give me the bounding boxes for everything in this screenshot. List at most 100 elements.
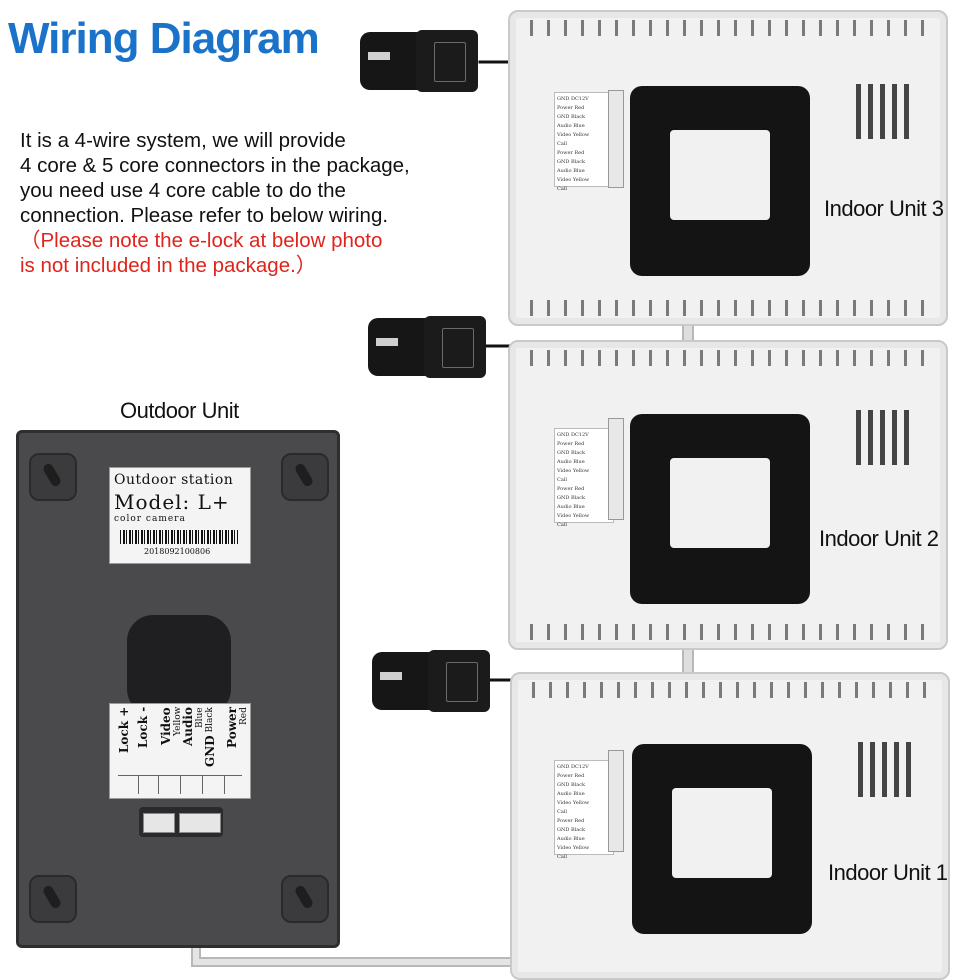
power-adapter-1 bbox=[372, 650, 490, 712]
terminal-name: Video bbox=[159, 707, 173, 745]
plug-pin bbox=[368, 52, 390, 60]
terminal-row-label: Audio Blue bbox=[557, 459, 585, 465]
terminal-color: Black bbox=[205, 707, 215, 733]
terminal-row-label: Call bbox=[557, 522, 568, 528]
connector bbox=[608, 750, 624, 852]
bracket-hole bbox=[672, 788, 772, 878]
indoor-unit-1-label: Indoor Unit 1 bbox=[828, 860, 948, 885]
terminal-row-label: Video Yellow bbox=[557, 132, 590, 138]
terminal-row-label: Audio Blue bbox=[557, 504, 585, 510]
adapter-marking bbox=[446, 662, 478, 702]
terminal-lock-minus: Lock - bbox=[136, 707, 150, 767]
outdoor-unit-label: Outdoor Unit bbox=[120, 398, 239, 423]
sticker-model: Model: L+ bbox=[114, 490, 230, 514]
speaker-grill bbox=[856, 410, 916, 465]
terminal-name: Power bbox=[225, 707, 239, 748]
terminal-row-label: Call bbox=[557, 809, 568, 815]
bracket-hole bbox=[670, 458, 770, 548]
terminal-color: Red bbox=[239, 707, 249, 725]
mounting-bracket bbox=[630, 86, 810, 276]
indoor-unit-3-label: Indoor Unit 3 bbox=[824, 196, 944, 221]
outdoor-unit: Outdoor station Model: L+ color camera 2… bbox=[16, 430, 340, 948]
terminal-row bbox=[118, 775, 242, 794]
adapter-marking bbox=[442, 328, 474, 368]
vent bbox=[532, 682, 928, 698]
terminal-row-label: GND Black bbox=[557, 495, 586, 501]
terminal-row-label: Call bbox=[557, 477, 568, 483]
diagram-title: Wiring Diagram bbox=[8, 14, 320, 63]
indoor-unit-2-label: Indoor Unit 2 bbox=[819, 526, 939, 551]
terminal-row-label: Video Yellow bbox=[557, 177, 590, 183]
description-line: you need use 4 core cable to do the bbox=[20, 179, 346, 202]
terminal-row-label: GND Black bbox=[557, 159, 586, 165]
terminal-power: Power Red bbox=[225, 707, 250, 767]
vent bbox=[530, 350, 926, 366]
terminal-row-label: Video Yellow bbox=[557, 468, 590, 474]
mounting-tab bbox=[29, 453, 77, 501]
model-sticker: Outdoor station Model: L+ color camera 2… bbox=[109, 467, 251, 564]
terminal-row-label: Power Red bbox=[557, 441, 585, 447]
plug-pin bbox=[380, 672, 402, 680]
terminal-row-label: Power Red bbox=[557, 150, 585, 156]
terminal-row-label: Audio Blue bbox=[557, 123, 585, 129]
mounting-tab bbox=[281, 875, 329, 923]
sticker-line-1: Outdoor station bbox=[114, 472, 234, 488]
camera-cavity bbox=[127, 615, 231, 715]
mounting-bracket bbox=[630, 414, 810, 604]
description: It is a 4-wire system, we will provide 4… bbox=[20, 128, 410, 278]
terminal-label: Lock + Lock - Video Yellow Audio Blue GN… bbox=[109, 703, 251, 799]
terminal-row-label: Audio Blue bbox=[557, 791, 585, 797]
terminal-row-label: GND Black bbox=[557, 450, 586, 456]
sticker-line-3: color camera bbox=[114, 514, 186, 524]
terminal-row-label: Power Red bbox=[557, 818, 585, 824]
description-line: It is a 4-wire system, we will provide bbox=[20, 129, 346, 152]
terminal-row-label: Audio Blue bbox=[557, 168, 585, 174]
mounting-tab bbox=[281, 453, 329, 501]
terminal-name: Audio bbox=[181, 707, 195, 746]
terminal-header: GND DC12V bbox=[557, 764, 589, 770]
vent bbox=[530, 300, 926, 316]
terminal-row-label: Call bbox=[557, 186, 568, 192]
vent bbox=[530, 20, 926, 36]
vent bbox=[530, 624, 926, 640]
mounting-tab bbox=[29, 875, 77, 923]
description-line: connection. Please refer to below wiring… bbox=[20, 204, 389, 227]
note-line: is not included in the package.） bbox=[20, 254, 317, 277]
connector bbox=[608, 418, 624, 520]
terminal-name: Lock - bbox=[136, 707, 150, 749]
terminal-header: GND DC12V bbox=[557, 432, 589, 438]
terminal-name: Lock + bbox=[117, 707, 131, 754]
mounting-bracket bbox=[632, 744, 812, 934]
terminal-row-label: Video Yellow bbox=[557, 800, 590, 806]
terminal-row-label: GND Black bbox=[557, 782, 586, 788]
note-line: （Please note the e-lock at below photo bbox=[20, 229, 383, 252]
barcode bbox=[120, 530, 238, 544]
connector bbox=[608, 90, 624, 188]
bracket-hole bbox=[670, 130, 770, 220]
terminal-row-label: Audio Blue bbox=[557, 836, 585, 842]
terminal-row-label: Video Yellow bbox=[557, 845, 590, 851]
power-adapter-3 bbox=[360, 30, 478, 92]
terminal-gnd: GND Black bbox=[203, 707, 217, 767]
adapter-marking bbox=[434, 42, 466, 82]
sticker-serial: 2018092100806 bbox=[144, 547, 211, 556]
terminal-row-label: GND Black bbox=[557, 827, 586, 833]
plug-pin bbox=[376, 338, 398, 346]
description-line: 4 core & 5 core connectors in the packag… bbox=[20, 154, 410, 177]
terminal-row-label: Call bbox=[557, 141, 568, 147]
speaker-grill bbox=[858, 742, 918, 797]
terminal-row-label: Call bbox=[557, 854, 568, 860]
power-adapter-2 bbox=[368, 316, 486, 378]
terminal-row-label: Power Red bbox=[557, 105, 585, 111]
speaker-grill bbox=[856, 84, 916, 139]
terminal-header: GND DC12V bbox=[557, 96, 589, 102]
terminal-row-label: Power Red bbox=[557, 486, 585, 492]
outdoor-connector bbox=[139, 807, 223, 837]
terminal-row-label: GND Black bbox=[557, 114, 586, 120]
